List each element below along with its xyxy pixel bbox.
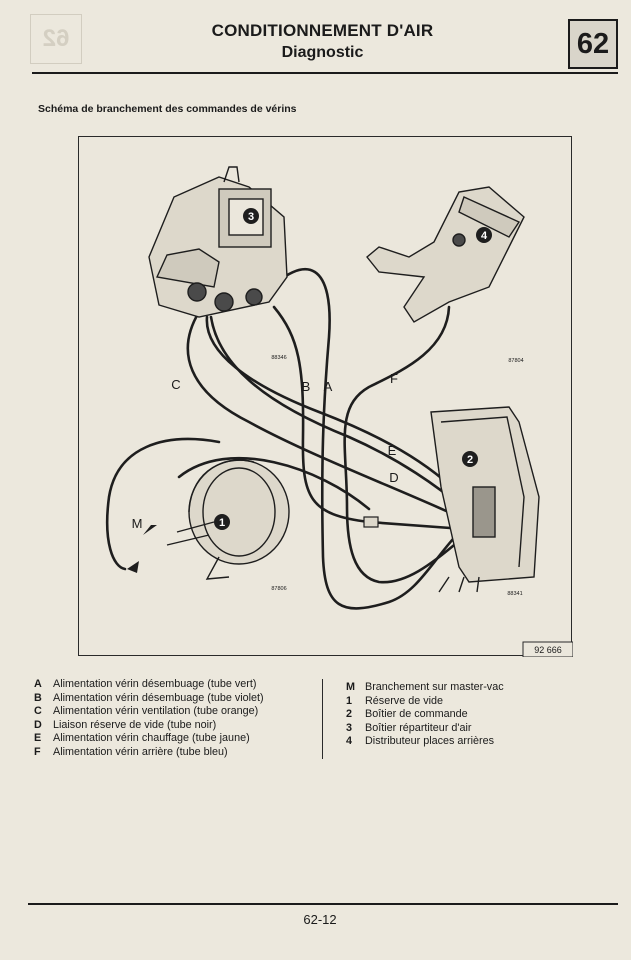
diagram-canvas: 3 4 2 1 C B A F E D M 88346 87804 87806 … (105, 166, 573, 657)
direction-arrows (127, 525, 157, 573)
component-vacuum-reserve (166, 459, 290, 580)
line-label-f: F (390, 371, 398, 386)
ref-code-88346: 88346 (271, 355, 286, 361)
line-label-m: M (132, 516, 143, 531)
figure-number-box (522, 641, 573, 657)
tube-c (186, 310, 466, 521)
component-1-number: 1 (219, 517, 225, 529)
ref-code-87804: 87804 (508, 358, 523, 364)
tube-b (272, 305, 466, 531)
tube-reserve-link (177, 456, 371, 511)
figure-number: 92 666 (534, 645, 562, 655)
footer-divider (28, 903, 618, 905)
chapter-badge: 62 (568, 19, 618, 69)
line-label-a: A (324, 379, 333, 394)
component-2-number: 2 (467, 454, 473, 466)
page-title: CONDITIONNEMENT D'AIR (211, 21, 434, 40)
component-rear-distributor (366, 186, 525, 323)
line-label-e: E (388, 443, 397, 458)
connector-coupling (363, 516, 379, 528)
component-control-box (430, 406, 540, 593)
tube-a (259, 268, 466, 610)
line-label-b: B (302, 379, 311, 394)
ghost-chapter-badge: 62 (30, 14, 82, 64)
line-label-c: C (171, 377, 180, 392)
component-3-number: 3 (248, 211, 254, 223)
legend-divider (322, 679, 323, 759)
tube-d (209, 315, 466, 511)
ref-code-88341: 88341 (507, 591, 522, 597)
header-divider (32, 72, 618, 74)
page-number: 62-12 (303, 912, 337, 927)
vacuum-tubes (105, 268, 466, 610)
page-subtitle: Diagnostic (281, 44, 364, 61)
tube-f (343, 305, 466, 584)
line-label-d: D (389, 470, 398, 485)
section-title: Schéma de branchement des commandes de v… (38, 103, 297, 115)
number-badges (214, 208, 492, 530)
component-air-distributor (148, 166, 288, 318)
tube-m-link (105, 437, 221, 571)
wiring-diagram: 3 4 2 1 C B A F E D M 88346 87804 87806 … (78, 136, 573, 657)
tube-e (205, 315, 466, 501)
component-4-number: 4 (481, 230, 488, 242)
ref-code-87806: 87806 (271, 586, 286, 592)
